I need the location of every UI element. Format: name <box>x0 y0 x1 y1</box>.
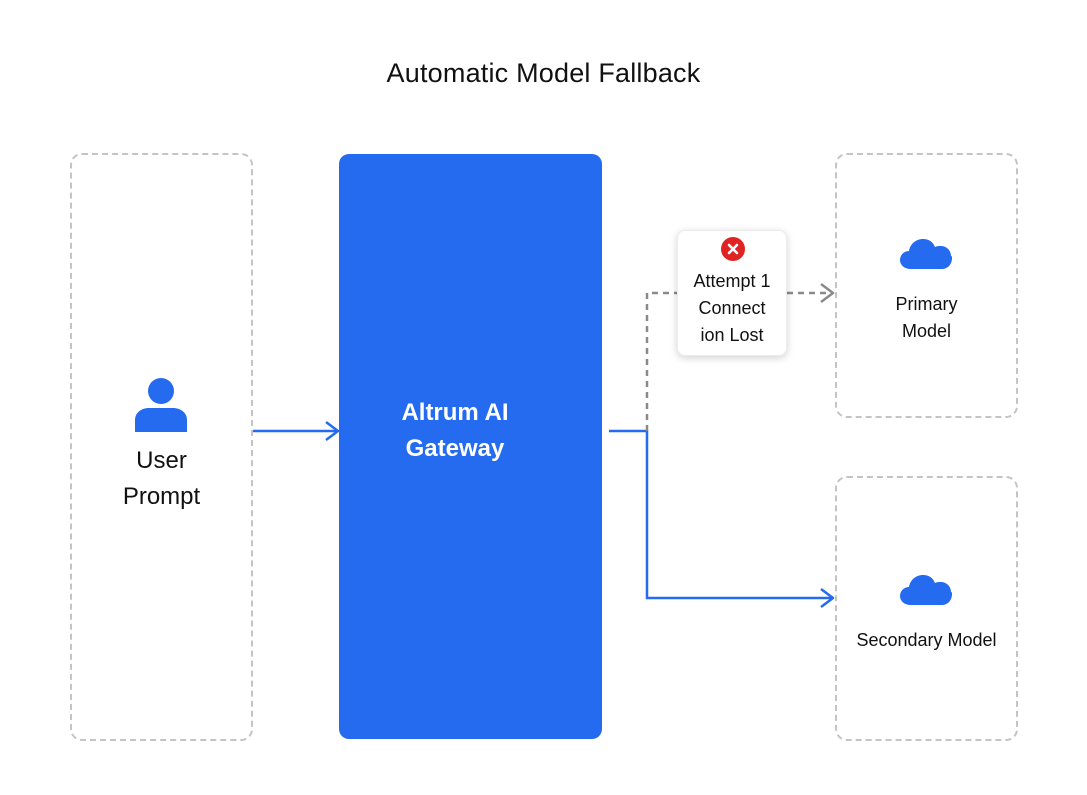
secondary-model-box <box>835 476 1018 741</box>
secondary-model-label: Secondary Model <box>856 630 997 650</box>
cloud-icon <box>900 575 952 605</box>
primary-model-box <box>835 153 1018 418</box>
cloud-icon <box>900 239 952 269</box>
user-prompt-label: User Prompt <box>122 447 201 510</box>
diagram-title: Automatic Model Fallback <box>386 58 701 88</box>
user-prompt-box <box>70 153 253 741</box>
gateway-label: Altrum AI Gateway <box>401 399 509 462</box>
user-to-gateway-arrowhead <box>325 421 340 441</box>
error-label: Attempt 1 Connect ion Lost <box>693 271 771 345</box>
user-icon <box>135 378 187 432</box>
gateway-to-primary-dashed-line <box>645 291 677 431</box>
error-card: Attempt 1 Connect ion Lost <box>677 230 787 356</box>
gateway-to-secondary-arrow <box>609 429 832 600</box>
primary-model-label: Primary Model <box>895 294 958 341</box>
gateway-block <box>339 154 602 739</box>
gateway-to-secondary-arrowhead <box>820 588 835 608</box>
error-x-icon <box>721 237 745 261</box>
gateway-to-primary-arrowhead <box>820 283 835 303</box>
